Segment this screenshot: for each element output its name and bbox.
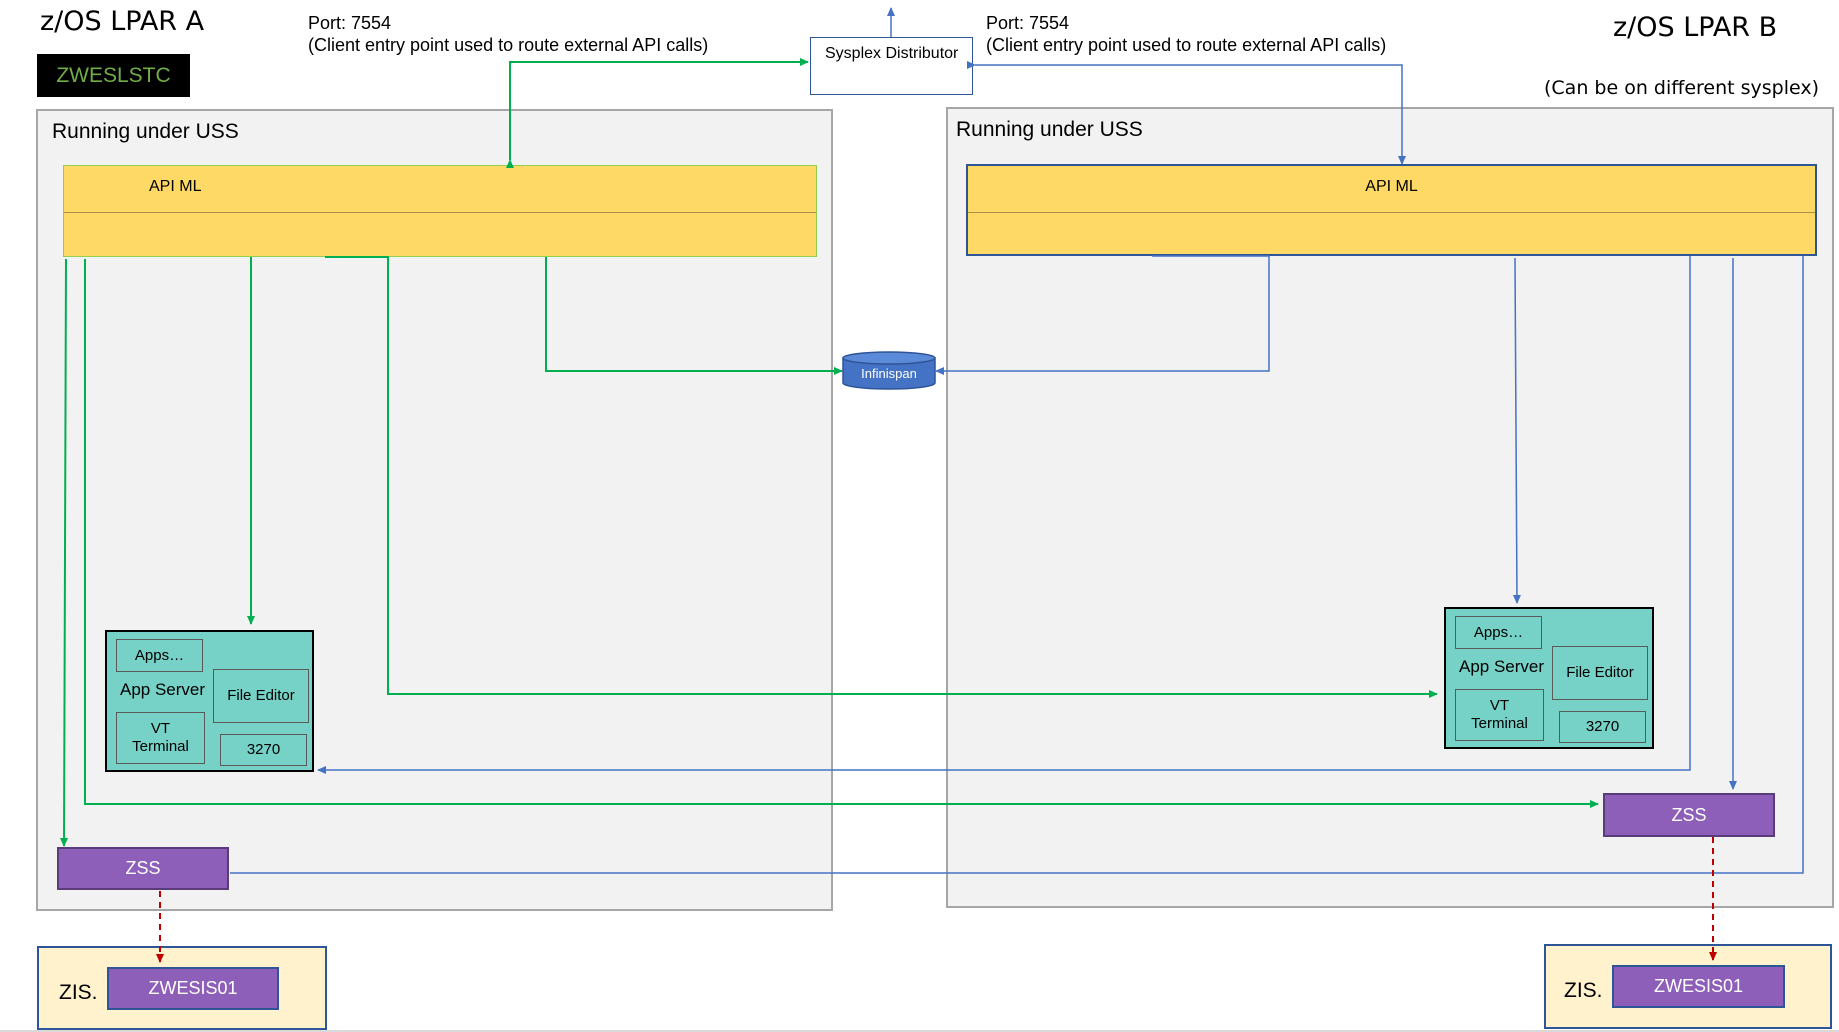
apps-box-a: Apps…	[116, 639, 203, 672]
apiml-b-label: API ML	[1365, 178, 1418, 195]
infinispan-cylinder: Infinispan	[842, 351, 936, 390]
file-editor-b: File Editor	[1552, 646, 1648, 700]
app-server-b-label: App Server	[1459, 657, 1545, 676]
bottom-divider	[0, 1030, 1839, 1032]
zweslstc-badge: ZWESLSTC	[37, 54, 190, 97]
app-server-b: Apps… App Server File Editor VT Terminal…	[1444, 607, 1654, 749]
apiml-a-divider	[64, 212, 816, 213]
link-apiml-b-zss-a	[230, 256, 1804, 874]
zis-a-label: ZIS.	[59, 981, 98, 1004]
link-sysplex-apiml-a	[506, 58, 809, 168]
file-editor-a: File Editor	[213, 669, 309, 723]
app-server-a-label: App Server	[120, 680, 206, 699]
vt-terminal-b: VT Terminal	[1455, 689, 1544, 741]
tn3270-a: 3270	[220, 734, 307, 766]
port-a-description: (Client entry point used to route extern…	[308, 35, 709, 55]
link-apiml-b-infinispan	[935, 255, 1270, 375]
zis-b: ZIS. ZWESIS01	[1544, 944, 1832, 1029]
lpar-b-title: z/OS LPAR B	[1613, 12, 1778, 43]
link-apiml-a-infinispan	[545, 257, 843, 375]
apiml-a-label: API ML	[149, 178, 202, 195]
apps-box-b: Apps…	[1455, 616, 1542, 649]
uss-label-a: Running under USS	[52, 120, 239, 143]
apiml-a: API ML	[63, 165, 817, 257]
port-b-description: (Client entry point used to route extern…	[986, 35, 1387, 55]
tn3270-b: 3270	[1559, 711, 1646, 743]
link-apiml-a-zss-b	[84, 259, 1599, 808]
link-sysplex-apiml-b	[967, 61, 1406, 165]
infinispan-label: Infinispan	[861, 366, 917, 381]
zis-a: ZIS. ZWESIS01	[37, 946, 327, 1030]
apiml-b-divider	[968, 212, 1815, 213]
zwesis01-a: ZWESIS01	[107, 967, 279, 1010]
apiml-b: API ML	[966, 164, 1817, 256]
lpar-b-note: (Can be on different sysplex)	[1544, 77, 1820, 99]
link-apiml-b-appserver-b	[1512, 257, 1521, 604]
link-apiml-a-zss-a	[60, 258, 69, 847]
sysplex-distributor: Sysplex Distributor	[810, 37, 973, 95]
vt-terminal-a: VT Terminal	[116, 712, 205, 764]
port-a-number: Port: 7554	[308, 13, 392, 33]
link-apiml-a-appserver-b	[325, 256, 1438, 698]
zwesis01-b: ZWESIS01	[1612, 965, 1785, 1008]
port-a-label: Port: 7554 (Client entry point used to r…	[308, 12, 708, 56]
app-server-a: Apps… App Server File Editor VT Terminal…	[105, 630, 314, 772]
link-apiml-b-appserver-a	[317, 256, 1691, 774]
port-b-number: Port: 7554	[986, 13, 1070, 33]
zss-b: ZSS	[1603, 793, 1775, 837]
lpar-a-title: z/OS LPAR A	[40, 6, 205, 37]
zss-a: ZSS	[57, 847, 229, 890]
zis-b-label: ZIS.	[1564, 979, 1603, 1002]
port-b-label: Port: 7554 (Client entry point used to r…	[986, 12, 1386, 56]
